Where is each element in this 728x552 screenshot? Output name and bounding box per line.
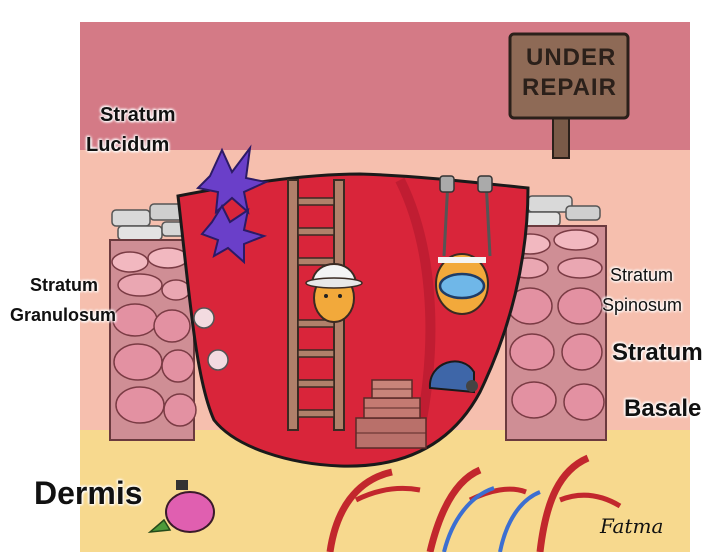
sign-line-1: UNDER xyxy=(526,46,616,70)
left-cell-layers xyxy=(110,240,196,440)
label-stratum-spinosum-2: Spinosum xyxy=(602,296,682,316)
artist-signature: Fatma xyxy=(600,514,663,538)
label-stratum-spinosum-1: Stratum xyxy=(610,266,673,286)
label-stratum-granulosum-1: Stratum xyxy=(30,276,98,296)
sign-line-2: REPAIR xyxy=(522,76,617,100)
label-stratum-basale-2: Basale xyxy=(624,396,701,422)
label-dermis: Dermis xyxy=(34,476,143,511)
label-stratum-lucidum-2: Lucidum xyxy=(86,134,169,156)
label-stratum-granulosum-2: Granulosum xyxy=(10,306,116,326)
label-stratum-basale-1: Stratum xyxy=(612,340,703,366)
label-stratum-lucidum-1: Stratum xyxy=(100,104,176,126)
